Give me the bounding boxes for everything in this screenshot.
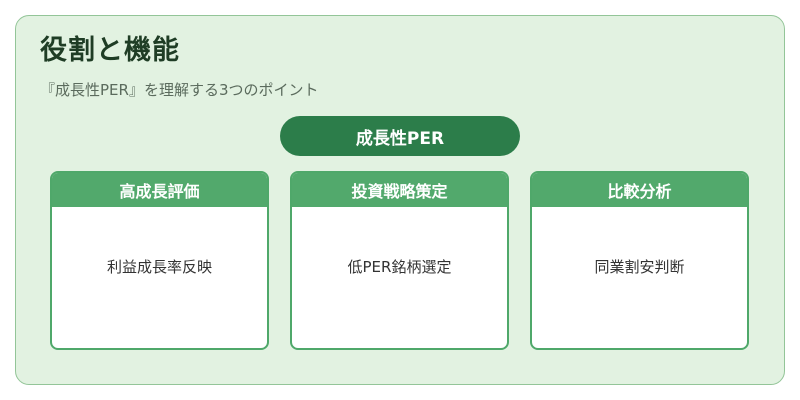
hub-node: 成長性PER (280, 116, 520, 156)
page-title: 役割と機能 (40, 35, 180, 66)
card-header: 投資戦略策定 (292, 173, 507, 207)
card-comparison-analysis: 比較分析 同業割安判断 (530, 171, 749, 350)
card-body: 利益成長率反映 (106, 258, 212, 276)
card-body: 低PER銘柄選定 (347, 258, 452, 276)
card-header: 高成長評価 (52, 173, 267, 207)
card-header: 比較分析 (532, 173, 747, 207)
card-body: 同業割安判断 (594, 258, 685, 276)
card-investment-strategy: 投資戦略策定 低PER銘柄選定 (290, 171, 509, 350)
card-high-growth: 高成長評価 利益成長率反映 (50, 171, 269, 350)
page-subtitle: 『成長性PER』を理解する3つのポイント (40, 81, 319, 99)
